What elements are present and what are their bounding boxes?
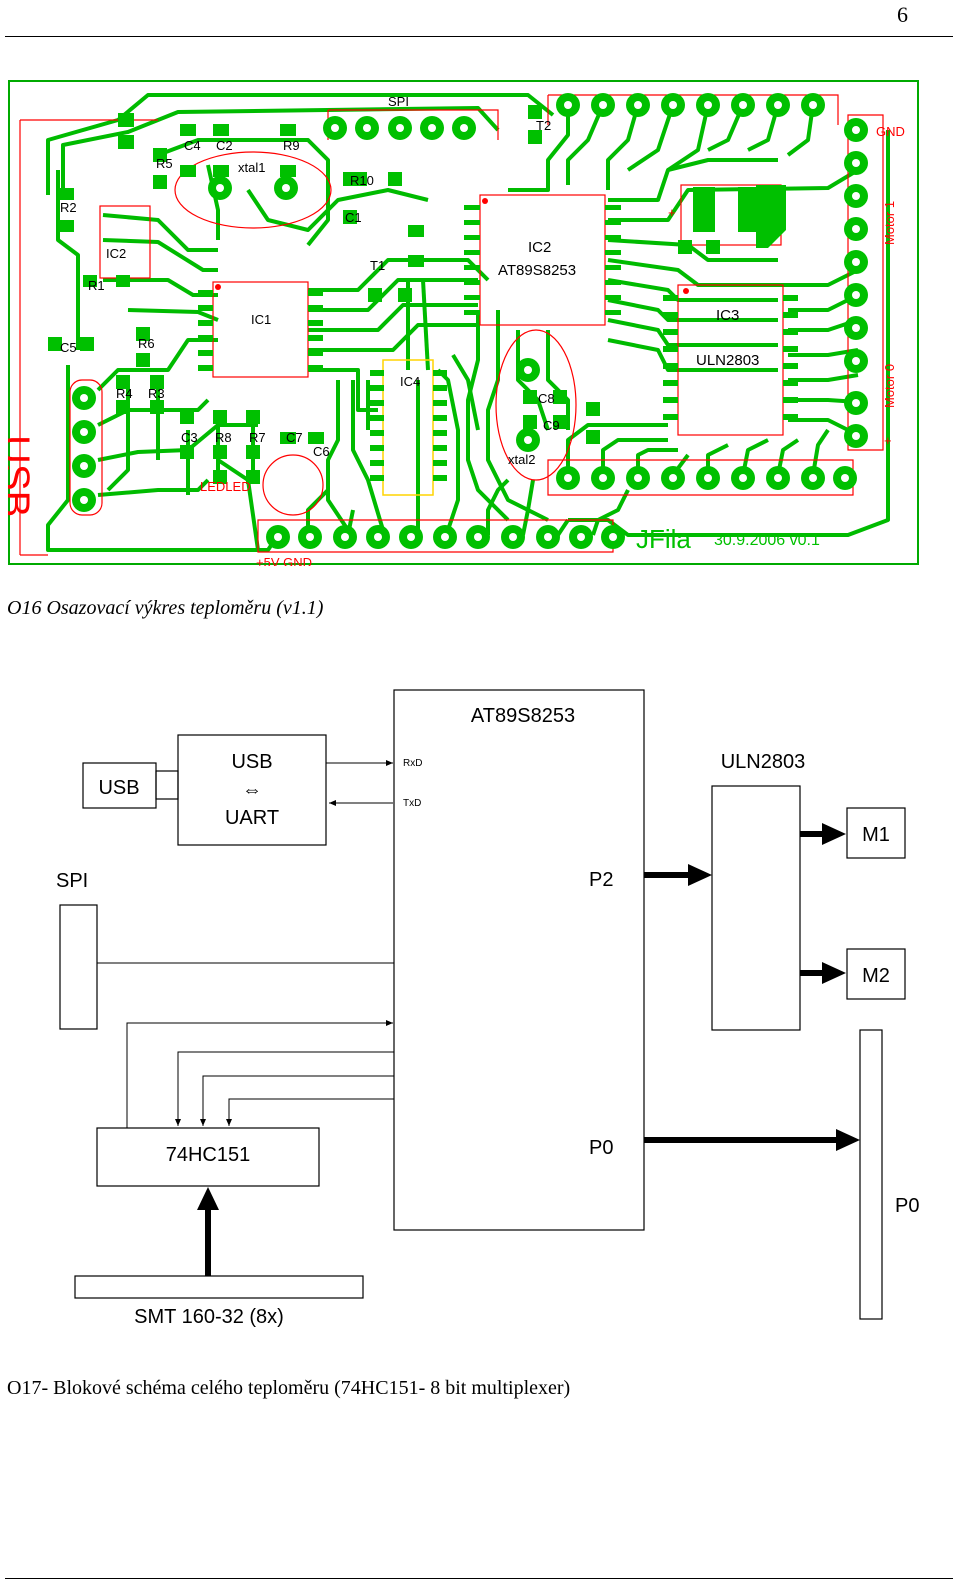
label-spi: SPI [388,94,409,109]
label-p2: P2 [589,869,613,891]
label-txd: TxD [403,798,421,809]
label-ic3: IC3 [716,307,739,324]
label-r2: R2 [60,200,77,215]
label-usb-connector: USB [98,777,139,799]
block-spi-connector [59,904,98,1030]
label-ic3-part: ULN2803 [696,352,759,369]
label-m1: M1 [862,824,890,846]
label-ic2: IC2 [528,239,551,256]
label-p0-connector: P0 [895,1195,919,1217]
label-c2: C2 [216,138,233,153]
block-diagram-figure: USB USB ⇔ UART AT89S8253 RxD TxD P2 P0 U… [56,689,919,1328]
label-m2: M2 [862,965,890,987]
label-c8: C8 [538,391,555,406]
block-sensors [74,1275,364,1299]
block-uln [711,785,801,1031]
label-spi: SPI [56,870,88,892]
label-xtal2: xtal2 [508,452,535,467]
label-r1: R1 [88,278,105,293]
label-c4: C4 [184,138,201,153]
label-rxd: RxD [403,758,422,769]
label-ic2-small: IC2 [106,246,126,261]
footer-rule [5,1578,953,1579]
label-r6: R6 [138,336,155,351]
label-plus-cap: + [668,205,676,220]
label-r5: R5 [156,156,173,171]
pin1-markers [215,198,689,294]
label-date: 30.9.2006 v0.1 [714,532,820,549]
block-p0-connector [859,1029,883,1320]
diagram-thick-arrows [197,823,860,1276]
label-t2: T2 [536,118,551,133]
label-usb-uart-bottom: UART [225,807,279,829]
label-c5: C5 [60,340,77,355]
block-m2 [846,948,906,1000]
diagram-labels: USB USB ⇔ UART AT89S8253 RxD TxD P2 P0 U… [56,705,919,1328]
label-led: LEDLED [200,479,251,494]
label-mux: 74HC151 [166,1144,251,1166]
pcb-labels: SPI xtal1 xtal2 R10 IC2 R1 C5 R6 R4 R3 I… [8,94,905,566]
ic4-silk [382,359,434,496]
pcb-layout-figure: SPI xtal1 xtal2 R10 IC2 R1 C5 R6 R4 R3 I… [8,80,919,566]
label-sensors: SMT 160-32 (8x) [134,1306,284,1328]
label-mcu: AT89S8253 [471,705,575,727]
label-uln: ULN2803 [721,751,806,773]
label-plus-motor: + [884,433,892,448]
smd-pads [48,105,798,484]
label-c9: C9 [543,418,560,433]
block-usb-uart [177,734,327,846]
through-hole-pads [72,93,868,549]
diagram-blocks [59,689,906,1320]
label-c6: C6 [313,444,330,459]
block-mux [96,1127,320,1187]
label-r7: R7 [249,430,266,445]
block-mcu [393,689,645,1231]
label-ic1: IC1 [251,312,271,327]
heatsink-pad [756,185,786,248]
label-ic2-part: AT89S8253 [498,262,576,279]
label-motor0: Motor 0 [882,364,897,408]
label-c7: C7 [286,430,303,445]
page-number: 6 [897,2,908,27]
label-power: +5V GND [256,555,312,566]
diagram-thin-lines [97,760,394,1128]
header-rule [5,36,953,37]
label-usb-uart-top: USB [231,751,272,773]
figure-caption-pcb: O16 Osazovací výkres teploměru (v1.1) [7,597,324,619]
label-ic4: IC4 [400,374,420,389]
usb-link [155,770,179,800]
label-gnd: GND [876,124,905,139]
label-usb-uart-arrow: ⇔ [242,779,262,801]
label-xtal1: xtal1 [238,160,265,175]
figure-caption-block-diagram: O17- Blokové schéma celého teploměru (74… [7,1377,571,1399]
label-r4: R4 [116,386,133,401]
label-signature: JFila [636,524,691,554]
label-r3: R3 [148,386,165,401]
label-r8: R8 [215,430,232,445]
label-t1: T1 [370,258,385,273]
label-c1: C1 [345,210,362,225]
label-r10: R10 [350,173,374,188]
block-m1 [846,807,906,859]
label-usb: USB [8,435,37,517]
label-p0: P0 [589,1137,613,1159]
label-r9: R9 [283,138,300,153]
label-motor1: Motor 1 [882,201,897,245]
label-c3: C3 [181,430,198,445]
